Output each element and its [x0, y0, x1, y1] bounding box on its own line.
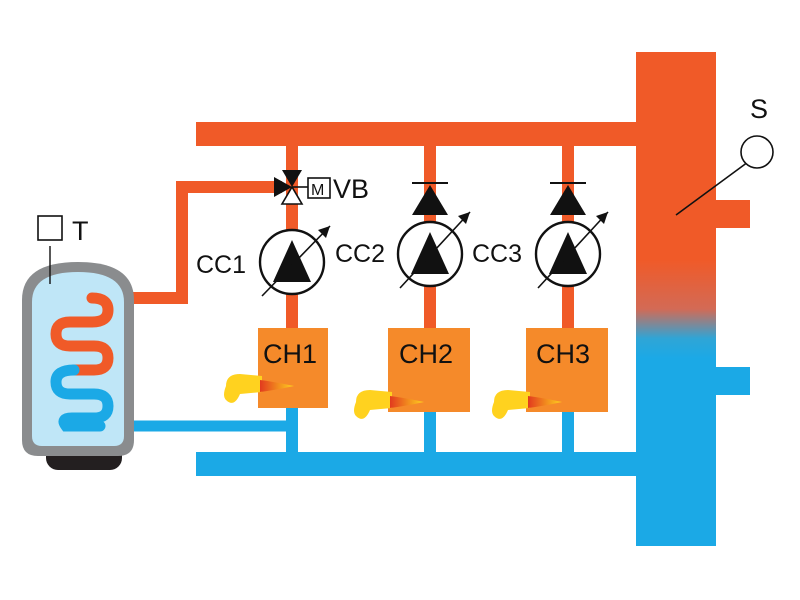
valve-motor-label: M: [311, 182, 324, 199]
burner-icon: [224, 374, 294, 403]
pump-cc3: CC3: [472, 211, 609, 289]
boiler-3-label: CH3: [536, 339, 590, 369]
valve-triangle-top: [282, 170, 302, 187]
cold-manifold: [196, 452, 637, 476]
tank-label: T: [72, 216, 89, 246]
sensor-label: S: [750, 94, 768, 124]
pump-cc1: CC1: [196, 225, 331, 297]
separator-cold-outlet: [716, 367, 750, 395]
boiler-ch1: CH1: [224, 328, 328, 408]
boiler-1-label: CH1: [263, 339, 317, 369]
sensor-lead: [675, 161, 749, 216]
valve-label: VB: [333, 174, 369, 204]
tank-coil-hot: [50, 292, 114, 376]
three-way-valve: M VB: [274, 170, 369, 205]
boiler-body: [258, 328, 328, 408]
boiler-ch2: CH2: [354, 328, 470, 419]
boiler-2-label: CH2: [399, 339, 453, 369]
pump-1-label: CC1: [196, 251, 246, 279]
dhw-hot-pipe: [92, 181, 282, 304]
burner-icon: [492, 390, 562, 419]
valve-triangle-bottom: [280, 185, 304, 205]
pump-cc2: CC2: [335, 211, 471, 289]
separator-body: [636, 52, 716, 546]
check-valve-icon: [550, 182, 586, 215]
boiler-ch3: CH3: [492, 328, 608, 419]
branch-3-cold: [562, 412, 574, 454]
check-valve-icon: [412, 182, 448, 215]
branch-2-cold: [424, 412, 436, 454]
storage-tank: T: [22, 215, 134, 470]
valve-triangle-left: [274, 177, 292, 197]
valve-motor-icon: [307, 177, 331, 199]
cold-branches: [286, 408, 574, 454]
hot-manifold: [196, 122, 637, 146]
check-valves: [412, 182, 586, 215]
tank-coil-cold: [50, 364, 114, 432]
separator-hot-outlet: [716, 200, 750, 228]
sensor-s: S: [675, 94, 774, 216]
hydraulic-separator: [636, 52, 750, 546]
pump-3-label: CC3: [472, 240, 522, 268]
pump-2-label: CC2: [335, 240, 385, 268]
burner-icon: [354, 390, 424, 419]
sensor-probe-icon: [740, 135, 774, 169]
thermostat-icon: [37, 215, 63, 241]
